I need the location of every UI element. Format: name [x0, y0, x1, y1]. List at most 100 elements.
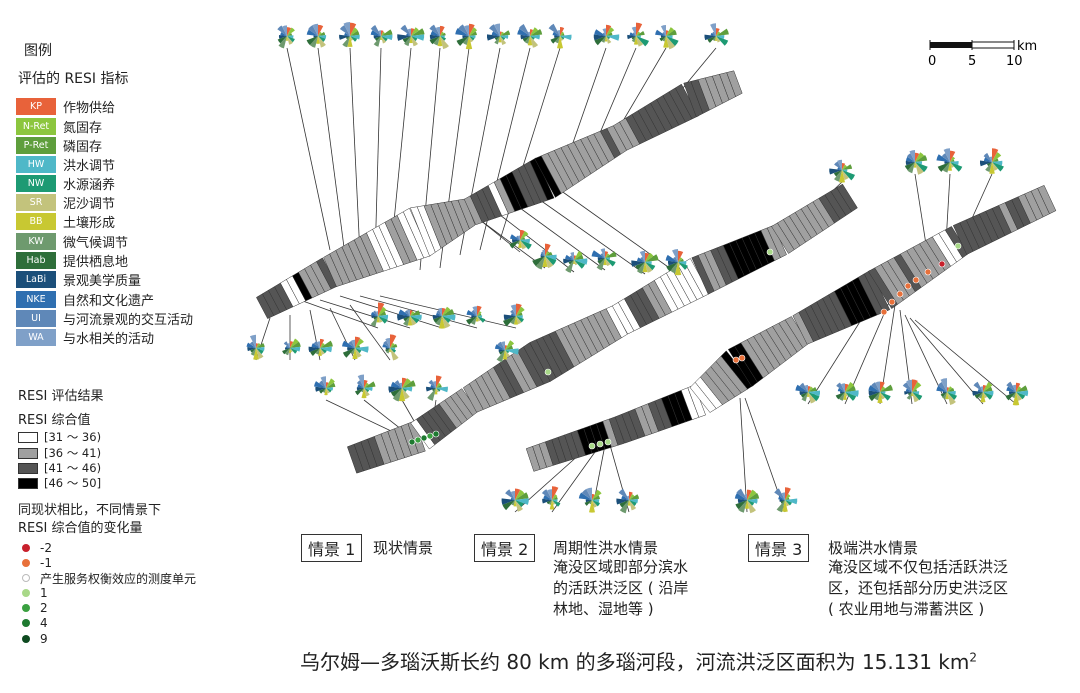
rose-petal	[470, 316, 477, 325]
rose-petal	[430, 30, 440, 36]
rose-petal	[992, 160, 1003, 166]
rose-petal	[542, 498, 552, 504]
rose-petal	[318, 31, 326, 36]
rose-petal	[390, 342, 395, 348]
rose-petal	[973, 381, 983, 392]
rose-petal	[645, 252, 654, 262]
rose-petal	[573, 260, 575, 265]
river-unit	[836, 183, 858, 213]
rose-petal	[912, 389, 918, 392]
rose-petal	[370, 30, 381, 36]
rose-petal	[406, 33, 411, 36]
rose-petal	[308, 25, 318, 36]
rose-petal	[592, 489, 602, 500]
rose-petal	[315, 348, 320, 355]
rose-petal	[937, 162, 950, 172]
rose-petal	[915, 155, 928, 162]
rose-petal	[502, 350, 508, 360]
change-dot	[22, 604, 30, 612]
rose-petal	[403, 316, 410, 322]
rose-petal	[400, 24, 411, 36]
rose-petal	[549, 500, 555, 510]
rose-petal	[1016, 390, 1029, 397]
rose-petal	[290, 338, 299, 348]
rose-petal	[545, 256, 554, 269]
rose-petal	[542, 256, 548, 268]
rose-petal	[503, 314, 516, 321]
rose-glyph	[627, 22, 649, 47]
rose-petal	[435, 316, 442, 326]
rose-petal	[552, 499, 558, 502]
rose-petal	[320, 340, 333, 348]
rose-petal	[845, 385, 856, 392]
rose-petal	[429, 36, 440, 45]
rose-petal	[515, 492, 529, 500]
class-41-46: [41 ～ 46)	[18, 461, 101, 475]
results-title: RESI 评估结果	[18, 389, 104, 404]
rose-petal	[411, 34, 425, 41]
rose-petal	[373, 35, 381, 39]
rose-petal	[605, 253, 610, 258]
rose-petal	[469, 36, 475, 41]
rose-petal	[747, 500, 756, 514]
rose-petal	[442, 316, 451, 329]
rose-petal	[629, 500, 637, 507]
rose-petal	[513, 316, 519, 325]
rose-petal	[287, 27, 295, 36]
change-marker	[766, 248, 774, 256]
rose-glyph	[308, 338, 333, 356]
indicator-code: N-Ret	[16, 117, 56, 135]
rose-petal	[312, 23, 318, 36]
rose-petal	[945, 392, 949, 400]
rose-glyph	[503, 303, 525, 327]
change-label: 1	[40, 586, 48, 600]
rose-petal	[629, 500, 637, 511]
rose-glyph	[829, 159, 855, 183]
rose-petal	[390, 348, 396, 353]
rose-petal	[950, 162, 963, 172]
rose-petal	[627, 500, 631, 506]
rose-petal	[1011, 392, 1016, 398]
rose-glyph	[616, 488, 640, 514]
rose-petal	[905, 156, 915, 162]
rose-petal	[602, 32, 606, 36]
rose-petal	[1006, 381, 1016, 392]
legend-title: 图例	[24, 43, 52, 59]
rose-petal	[436, 388, 439, 393]
rose-petal	[560, 27, 565, 36]
rose-petal	[734, 493, 747, 500]
change-label: 4	[40, 616, 48, 630]
change-marker	[432, 430, 440, 438]
rose-petal	[535, 256, 545, 270]
rose-petal	[364, 381, 376, 388]
rose-petal	[837, 167, 842, 170]
rose-petal	[983, 390, 994, 396]
rose-glyph	[370, 25, 393, 47]
rose-petal	[660, 35, 666, 38]
scale-tick-5: 5	[968, 54, 976, 69]
rose-petal	[320, 376, 326, 388]
rose-glyph	[314, 376, 336, 396]
rose-petal	[909, 150, 915, 162]
rose-petal	[645, 252, 650, 262]
rose-petal	[735, 500, 747, 510]
rose-petal	[278, 36, 287, 49]
rose-petal	[545, 251, 550, 256]
rose-petal	[247, 347, 256, 352]
rose-petal	[381, 30, 384, 36]
rose-glyph	[541, 486, 561, 510]
indicator-code: LaBi	[16, 270, 56, 288]
rose-petal	[382, 343, 390, 348]
rose-petal	[543, 495, 552, 500]
rose-petal	[555, 36, 560, 44]
river-scenario-1	[256, 70, 743, 319]
rose-petal	[386, 348, 390, 354]
rose-petal	[510, 309, 516, 316]
rose-petal	[477, 316, 486, 323]
rose-petal	[636, 36, 649, 47]
rose-petal	[505, 350, 510, 354]
rose-petal	[287, 27, 292, 36]
indicator-glyphs	[246, 22, 1029, 514]
rose-petal	[545, 254, 557, 261]
rose-petal	[320, 348, 325, 355]
